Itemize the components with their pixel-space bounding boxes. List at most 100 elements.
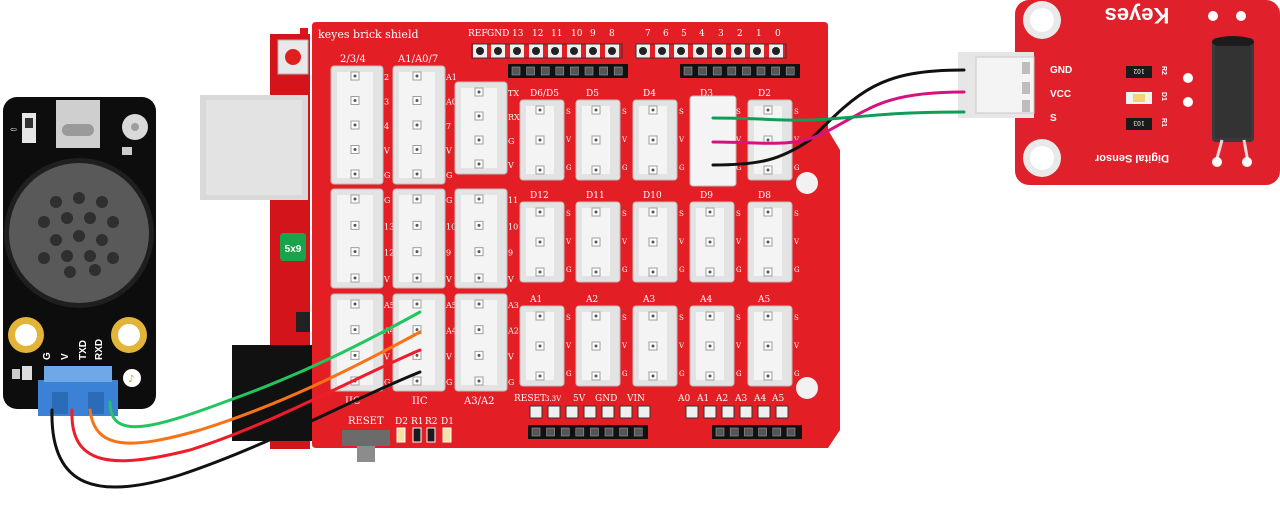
connector-pin-dot — [708, 240, 712, 244]
header-pin-hole — [677, 47, 685, 55]
header-pin — [547, 405, 561, 419]
voice-pin-label: RXD — [94, 339, 105, 360]
header-socket — [560, 427, 570, 437]
connector-pin-label: S — [736, 210, 741, 218]
connector-label: A2 — [585, 295, 598, 305]
connector-pin-dot — [594, 108, 598, 112]
wire-green-rxd — [108, 310, 422, 429]
reset-button[interactable] — [342, 430, 390, 446]
shield-connector-col3-pins_b — [454, 188, 508, 289]
connector-pin-dot — [353, 223, 357, 227]
sensor-name: Digital Sensor — [1094, 152, 1169, 164]
connector-pin-label: G — [794, 370, 800, 378]
connector-label: A1 — [529, 295, 542, 305]
header-pin — [619, 405, 633, 419]
header-socket — [511, 66, 521, 76]
connector-label: A5 — [757, 295, 770, 305]
connector-label: D11 — [586, 191, 605, 201]
connector-pin-label: 11 — [508, 196, 518, 205]
connector-pin-dot — [477, 379, 481, 383]
connector-pin-label: V — [735, 136, 742, 144]
connector-pin-label: S — [794, 108, 799, 116]
connector-pin-label: G — [794, 164, 800, 172]
connector-pin-label: S — [736, 108, 741, 116]
connector-pin-label: 12 — [384, 249, 394, 258]
header-pin-hole — [658, 47, 666, 55]
header-socket — [526, 66, 535, 76]
connector-pin-dot — [415, 353, 419, 357]
header-strip — [528, 425, 648, 439]
mic-icon: ♪ — [128, 374, 134, 385]
connector-pin-label: V — [621, 136, 628, 144]
bottom-right-label: A0 — [677, 394, 690, 404]
header-socket — [756, 66, 766, 76]
connector-pin-dot — [766, 314, 770, 318]
connector-label: A4 — [699, 295, 712, 305]
connector-pin-label: G — [736, 164, 742, 172]
connector-pin-label: G — [384, 196, 390, 205]
header-socket — [742, 66, 751, 76]
connector-pin-label: V — [383, 275, 390, 284]
bottom-header-pins — [529, 405, 789, 419]
shield-connector-col2-pins_a — [392, 65, 446, 185]
header-pin-hole — [570, 47, 578, 55]
header-socket — [715, 427, 725, 437]
top-header-label: 8 — [609, 29, 615, 39]
connector-pin-label: 4 — [384, 122, 389, 131]
top-header-label: 11 — [551, 29, 562, 39]
connector-pin-dot — [477, 162, 481, 166]
svg-text:D1: D1 — [1160, 92, 1167, 101]
header-pin-hole — [513, 47, 521, 55]
connector-pin-dot — [651, 168, 655, 172]
connector-pin-label: G — [622, 370, 628, 378]
header-pin — [685, 405, 699, 419]
shield-connector-col2-pins_b — [392, 188, 446, 289]
header-pin-hole — [608, 47, 616, 55]
shield-connector-row1_labels-1 — [575, 99, 621, 181]
connector-pin-dot — [477, 302, 481, 306]
connector-pin-label: V — [621, 238, 628, 246]
connector-pin-dot — [477, 276, 481, 280]
connector-pin-label: S — [566, 108, 571, 116]
voice-connector — [38, 380, 118, 416]
connector-pin-label: G — [736, 370, 742, 378]
connector-pin-dot — [477, 138, 481, 142]
shield-connector-row2_labels-3 — [689, 201, 735, 283]
connector-pin-label: V — [445, 352, 452, 361]
connector-pin-label: V — [735, 238, 742, 246]
bottom-right-label: A4 — [753, 394, 766, 404]
connector-pin-dot — [415, 250, 419, 254]
header-socket — [683, 66, 693, 76]
bottom-right-label: A3 — [734, 394, 747, 404]
connector-pin-dot — [415, 276, 419, 280]
connector-pin-label: V — [565, 136, 572, 144]
connector-pin-dot — [594, 374, 598, 378]
connector-pin-label: S — [794, 314, 799, 322]
header-pin-hole — [696, 47, 704, 55]
connector-pin-label: 10 — [508, 222, 518, 231]
reset-button-cap[interactable] — [357, 446, 375, 462]
wire-orange-txd — [88, 330, 422, 445]
connector-pin-label: S — [566, 210, 571, 218]
top-header-label: 9 — [590, 29, 596, 39]
connector-pin-dot — [415, 223, 419, 227]
connector-label: D8 — [758, 191, 771, 201]
connector-label: D4 — [643, 89, 656, 99]
connector-label: D9 — [700, 191, 713, 201]
connector-pin-label: G — [794, 266, 800, 274]
connector-pin-dot — [477, 328, 481, 332]
header-pin — [583, 405, 597, 419]
connector-pin-label: V — [678, 136, 685, 144]
connector-pin-label: V — [383, 352, 390, 361]
header-pin — [637, 405, 651, 419]
connector-pin-dot — [353, 99, 357, 102]
connector-pin-dot — [766, 270, 770, 274]
fuse-label: 5x9 — [285, 244, 302, 255]
header-socket — [546, 427, 555, 437]
connector-pin-dot — [415, 197, 419, 201]
connector-pin-label: TX — [508, 89, 519, 98]
header-socket — [772, 427, 782, 437]
shield-connector-row3_labels-2 — [632, 305, 678, 387]
led — [396, 427, 406, 443]
